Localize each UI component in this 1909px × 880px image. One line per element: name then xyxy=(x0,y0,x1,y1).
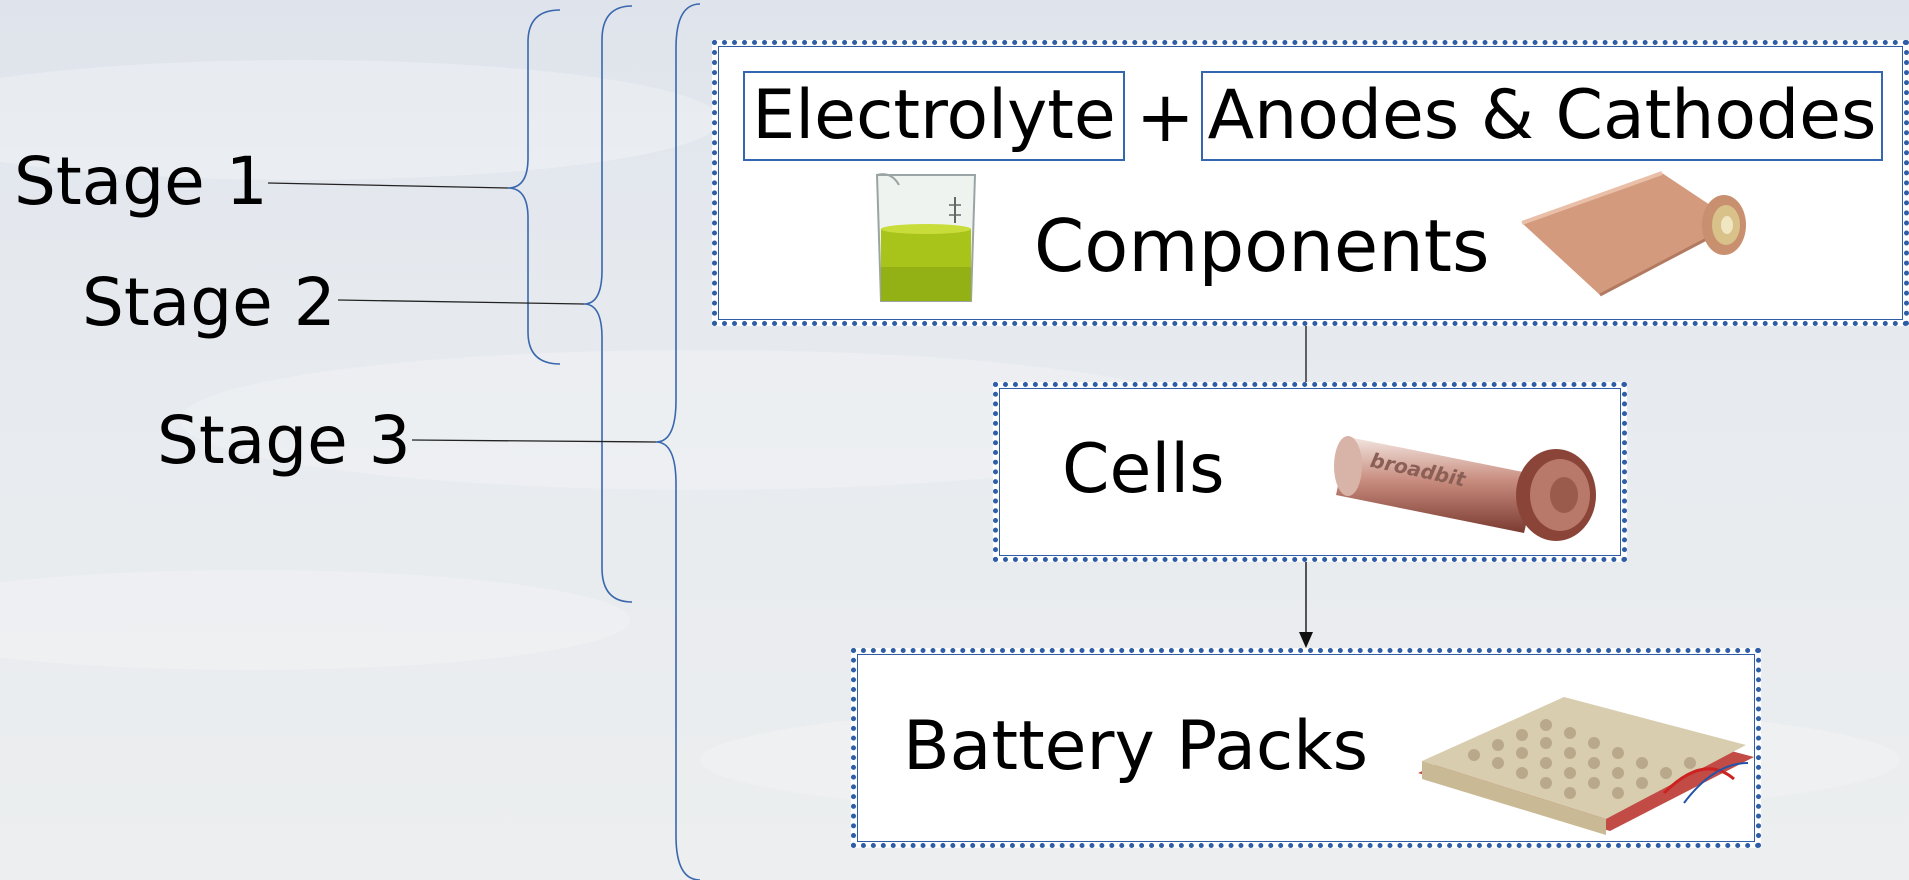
cells-title: Cells xyxy=(1062,430,1225,509)
stage-1-label: Stage 1 xyxy=(14,143,268,220)
stage-1-leader xyxy=(267,182,509,189)
beaker-icon xyxy=(875,173,977,302)
stage-3-brace xyxy=(655,3,701,880)
battery-packs-title: Battery Packs xyxy=(903,707,1369,786)
stage-2-leader xyxy=(337,299,585,305)
stage-2-label: Stage 2 xyxy=(82,264,336,341)
stage-2-brace xyxy=(583,5,633,603)
stage-1-brace xyxy=(507,9,561,365)
components-box: Electrolyte + Anodes & Cathodes Componen… xyxy=(712,40,1909,326)
cells-box: Cells broadbit xyxy=(993,382,1627,562)
stage-3-leader xyxy=(411,439,657,443)
battery-cell-icon: broadbit xyxy=(1334,436,1596,541)
components-title: Components xyxy=(1034,204,1490,288)
stage-3-label: Stage 3 xyxy=(157,402,411,479)
battery-pack-icon xyxy=(1418,697,1754,835)
foil-roll-icon xyxy=(1521,171,1746,297)
anodes-cathodes-term: Anodes & Cathodes xyxy=(1201,71,1883,161)
battery-packs-box: Battery Packs xyxy=(851,648,1761,848)
plus-operator: + xyxy=(1136,76,1195,158)
electrolyte-term: Electrolyte xyxy=(743,71,1125,161)
arrowhead-down xyxy=(1299,632,1313,648)
